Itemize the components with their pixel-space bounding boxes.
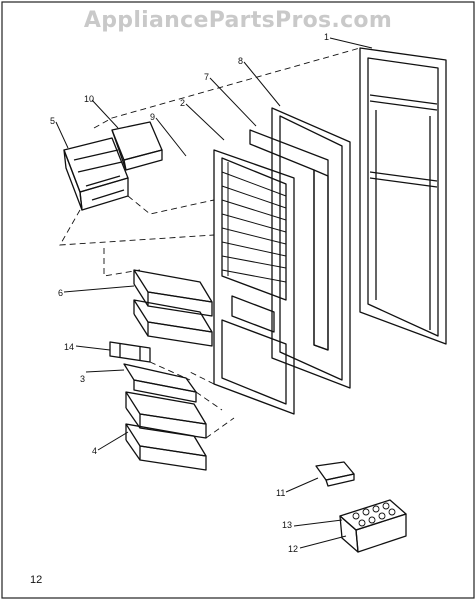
small-door-bin bbox=[123, 363, 197, 403]
outer-door-panel bbox=[359, 47, 447, 345]
door-gasket bbox=[271, 107, 351, 389]
door-shelf-bin-upper bbox=[133, 269, 213, 317]
inner-door-liner bbox=[213, 149, 295, 415]
callout-labels: 1 2 3 4 5 6 7 8 9 10 11 12 13 14 bbox=[50, 32, 329, 554]
callout-8: 8 bbox=[238, 56, 243, 66]
callout-10: 10 bbox=[84, 94, 94, 104]
callout-13: 13 bbox=[282, 520, 292, 530]
ice-tray bbox=[315, 461, 355, 487]
page-number: 12 bbox=[30, 574, 43, 586]
shelf-bracket bbox=[109, 341, 151, 363]
callout-1: 1 bbox=[324, 32, 329, 42]
callout-4: 4 bbox=[92, 446, 97, 456]
callout-9: 9 bbox=[150, 112, 155, 122]
lower-door-bin-lower bbox=[125, 423, 207, 471]
callout-7: 7 bbox=[204, 72, 209, 82]
bin-top bbox=[111, 121, 163, 171]
ice-bucket bbox=[339, 499, 407, 553]
leader-lines bbox=[55, 37, 373, 549]
callout-2: 2 bbox=[180, 98, 185, 108]
callout-12: 12 bbox=[288, 544, 298, 554]
callout-11: 11 bbox=[276, 488, 285, 498]
door-shelf-bin-lower bbox=[133, 299, 213, 347]
door-frame-strip bbox=[249, 129, 329, 351]
callout-5: 5 bbox=[50, 116, 55, 126]
callout-14: 14 bbox=[64, 342, 74, 352]
assembly-guide-lines bbox=[59, 47, 361, 439]
ice-maker-assembly bbox=[63, 137, 129, 211]
callout-6: 6 bbox=[58, 288, 63, 298]
callout-3: 3 bbox=[80, 374, 85, 384]
watermark-text: AppliancePartsPros.com bbox=[83, 8, 393, 33]
